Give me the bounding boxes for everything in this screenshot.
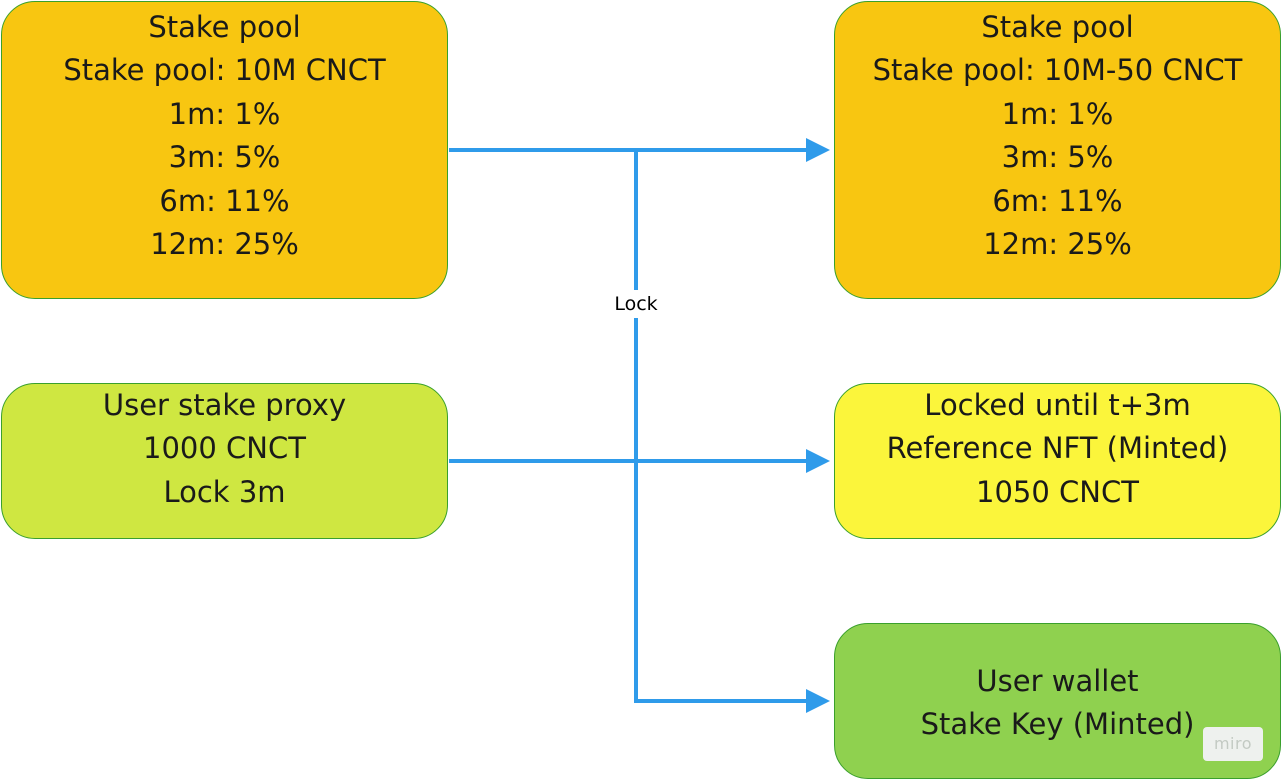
node-line: Lock 3m [163,474,286,509]
node-title: User stake proxy [102,387,347,422]
connector-pool-to-wallet [634,150,830,713]
node-line: 6m: 11% [159,183,290,218]
stake-pool-right-node[interactable]: Stake pool Stake pool: 10M-50 CNCT 1m: 1… [834,1,1281,299]
node-line: 1000 CNCT [143,431,306,466]
node-line: 3m: 5% [168,140,281,174]
node-line: 1050 CNCT [976,474,1139,509]
node-line: 12m: 25% [150,227,299,261]
node-title: Stake pool [981,9,1134,44]
miro-watermark: miro [1203,727,1263,761]
node-line: Stake pool: 10M CNCT [63,53,386,87]
node-line: 1m: 1% [168,96,281,131]
node-title: Stake pool [148,9,301,44]
node-title: User wallet [976,663,1139,698]
node-line: Stake pool: 10M-50 CNCT [872,53,1243,87]
node-line: 6m: 11% [992,183,1123,218]
user-wallet-node[interactable]: User wallet Stake Key (Minted) [834,623,1281,779]
edge-label-lock: Lock [600,290,672,318]
locked-reference-node[interactable]: Locked until t+3m Reference NFT (Minted)… [834,383,1281,539]
node-line: 3m: 5% [1001,140,1114,174]
user-stake-proxy-node[interactable]: User stake proxy 1000 CNCT Lock 3m [1,383,448,539]
node-title: Locked until t+3m [924,387,1191,422]
node-line: 12m: 25% [983,227,1132,261]
stake-pool-left-node[interactable]: Stake pool Stake pool: 10M CNCT 1m: 1% 3… [1,1,448,299]
node-line: Stake Key (Minted) [920,707,1195,741]
node-line: Reference NFT (Minted) [886,431,1229,466]
node-line: 1m: 1% [1001,96,1114,131]
